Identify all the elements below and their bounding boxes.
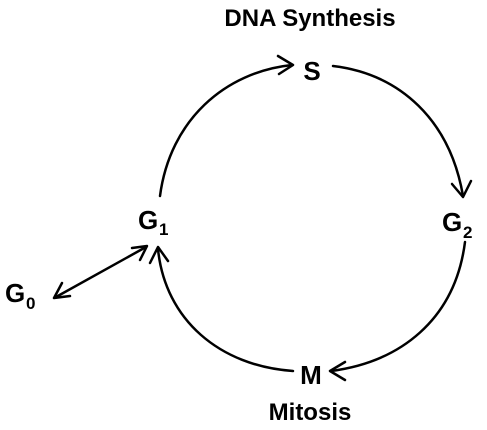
phase-g1-subscript: 1 bbox=[159, 220, 168, 239]
phase-g2-label: G 2 bbox=[442, 207, 472, 242]
arrow-s-to-g2 bbox=[331, 64, 473, 199]
arrowhead-at-g1-from-g0 bbox=[130, 244, 149, 262]
phase-s-label: S bbox=[303, 56, 320, 86]
line-g0-g1 bbox=[54, 245, 148, 299]
phase-g0-letter: G bbox=[5, 278, 25, 308]
arc-g2-to-m bbox=[329, 240, 467, 373]
arrowhead-at-s bbox=[276, 54, 295, 76]
arc-s-to-g2 bbox=[331, 64, 465, 198]
dna-synthesis-caption: DNA Synthesis bbox=[224, 5, 395, 32]
phase-g0-subscript: 0 bbox=[26, 294, 35, 313]
arrow-g0-g1-bidirectional bbox=[52, 244, 149, 300]
phase-g1-letter: G bbox=[138, 205, 158, 235]
phase-g0-label: G 0 bbox=[5, 278, 35, 313]
arc-g1-to-s bbox=[158, 63, 294, 198]
phase-g1-label: G 1 bbox=[138, 205, 168, 239]
phase-g2-subscript: 2 bbox=[463, 223, 472, 242]
arrowhead-at-g0 bbox=[52, 281, 72, 300]
arrowhead-at-m bbox=[328, 360, 347, 382]
arrow-g1-to-s bbox=[158, 54, 295, 198]
phase-g2-letter: G bbox=[442, 207, 462, 237]
arrow-g2-to-m bbox=[328, 240, 467, 382]
mitosis-caption: Mitosis bbox=[269, 399, 352, 426]
arrowhead-at-g1 bbox=[148, 245, 170, 265]
arrow-m-to-g1 bbox=[148, 245, 295, 373]
phase-m-label: M bbox=[300, 360, 322, 390]
arc-m-to-g1 bbox=[156, 247, 295, 373]
arrowhead-at-g2 bbox=[450, 179, 473, 199]
